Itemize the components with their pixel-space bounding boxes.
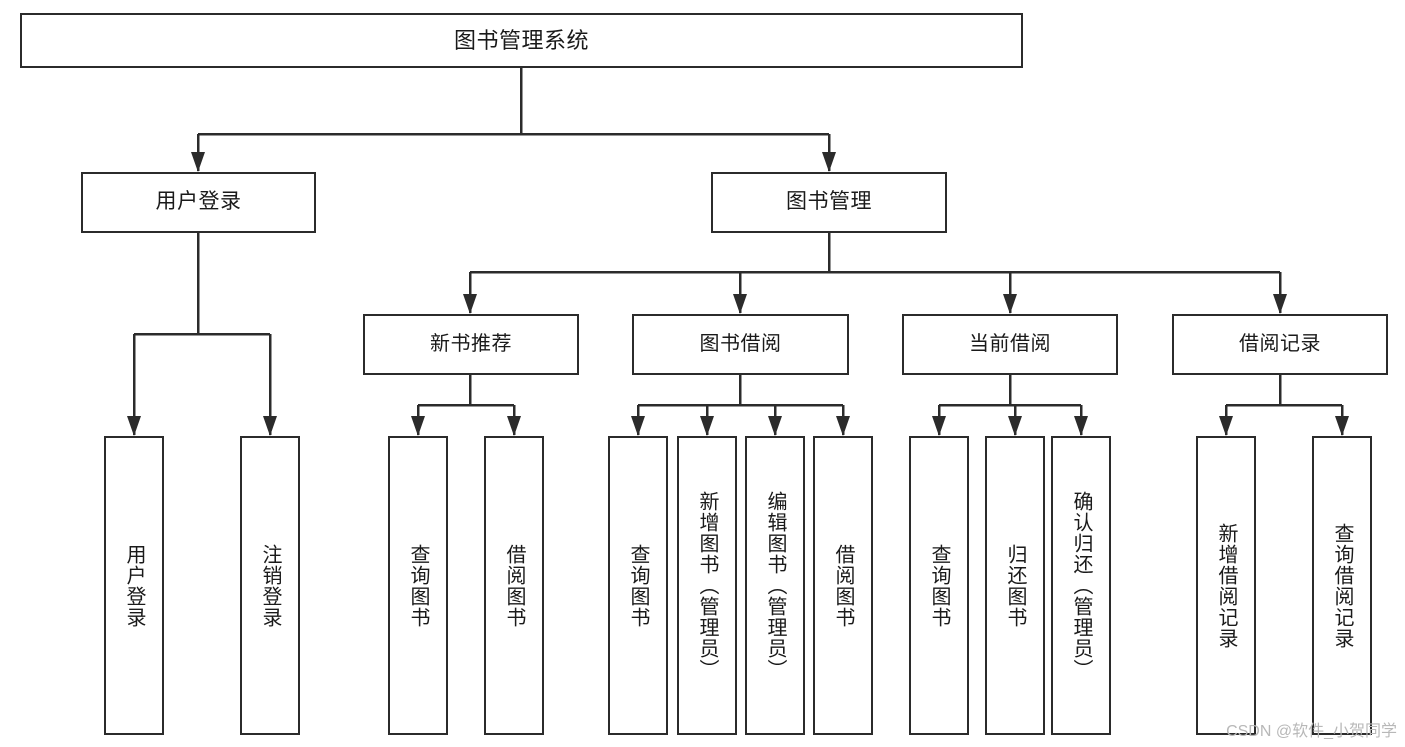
node-label: 图书借阅	[699, 332, 782, 355]
node-label: 借阅记录	[1239, 332, 1321, 355]
currentborrow-to-leaves-arrowhead-1	[1008, 416, 1022, 436]
bookmanage-to-level3-arrowhead-1	[733, 294, 747, 314]
node-label: 查询图书	[407, 543, 429, 628]
node-leaf-confirm-return-admin[interactable]: 确认归还（管理员）	[1051, 436, 1111, 735]
bookborrow-to-leaves-arrowhead-1	[700, 416, 714, 436]
currentborrow-to-leaves-arrowhead-0	[932, 416, 946, 436]
node-label: 注销登录	[259, 543, 281, 628]
node-borrow-record[interactable]: 借阅记录	[1172, 314, 1388, 375]
userlogin-to-leaves-arrowhead-1	[263, 416, 277, 436]
node-label: 用户登录	[155, 190, 242, 214]
node-label: 新书推荐	[430, 332, 512, 355]
node-leaf-borrow-book[interactable]: 借阅图书	[813, 436, 873, 735]
node-label: 借阅图书	[832, 543, 854, 628]
node-book-borrow[interactable]: 图书借阅	[632, 314, 849, 375]
node-label: 编辑图书（管理员）	[764, 491, 786, 680]
node-leaf-add-book-admin[interactable]: 新增图书（管理员）	[677, 436, 737, 735]
node-leaf-add-borrow-record[interactable]: 新增借阅记录	[1196, 436, 1256, 735]
node-label: 新增借阅记录	[1215, 522, 1237, 649]
newbook-to-leaves-arrowhead-1	[507, 416, 521, 436]
node-label: 新增图书（管理员）	[696, 491, 718, 680]
node-label: 归还图书	[1004, 543, 1026, 628]
node-label: 图书管理系统	[453, 27, 589, 53]
userlogin-to-leaves-arrowhead-0	[127, 416, 141, 436]
node-root[interactable]: 图书管理系统	[20, 13, 1023, 68]
bookborrow-to-leaves-arrowhead-2	[768, 416, 782, 436]
node-label: 借阅图书	[503, 543, 525, 628]
node-leaf-user-login[interactable]: 用户登录	[104, 436, 164, 735]
newbook-to-leaves-arrowhead-0	[411, 416, 425, 436]
node-leaf-edit-book-admin[interactable]: 编辑图书（管理员）	[745, 436, 805, 735]
borrowrecord-to-leaves-arrowhead-0	[1219, 416, 1233, 436]
bookborrow-to-leaves-arrowhead-0	[631, 416, 645, 436]
bookborrow-to-leaves-arrowhead-3	[836, 416, 850, 436]
node-current-borrow[interactable]: 当前借阅	[902, 314, 1118, 375]
bookmanage-to-level3-arrowhead-0	[463, 294, 477, 314]
node-new-book-recommend[interactable]: 新书推荐	[363, 314, 579, 375]
node-label: 查询借阅记录	[1331, 522, 1353, 649]
node-leaf-query-book-cur[interactable]: 查询图书	[909, 436, 969, 735]
bookmanage-to-level3-arrowhead-3	[1273, 294, 1287, 314]
node-leaf-query-borrow-record[interactable]: 查询借阅记录	[1312, 436, 1372, 735]
borrowrecord-to-leaves-arrowhead-1	[1335, 416, 1349, 436]
node-leaf-return-book[interactable]: 归还图书	[985, 436, 1045, 735]
currentborrow-to-leaves-arrowhead-2	[1074, 416, 1088, 436]
node-label: 确认归还（管理员）	[1070, 491, 1092, 680]
node-label: 图书管理	[786, 190, 872, 214]
node-leaf-query-book-rec[interactable]: 查询图书	[388, 436, 448, 735]
bookmanage-to-level3-arrowhead-2	[1003, 294, 1017, 314]
root-to-level2-arrowhead-0	[191, 152, 205, 172]
node-label: 当前借阅	[969, 332, 1051, 355]
node-label: 查询图书	[928, 543, 950, 628]
root-to-level2-arrowhead-1	[822, 152, 836, 172]
node-leaf-query-book[interactable]: 查询图书	[608, 436, 668, 735]
node-book-manage[interactable]: 图书管理	[711, 172, 947, 233]
node-user-login[interactable]: 用户登录	[81, 172, 316, 233]
node-label: 用户登录	[123, 543, 145, 628]
node-leaf-logout[interactable]: 注销登录	[240, 436, 300, 735]
node-leaf-borrow-book-rec[interactable]: 借阅图书	[484, 436, 544, 735]
node-label: 查询图书	[627, 543, 649, 628]
